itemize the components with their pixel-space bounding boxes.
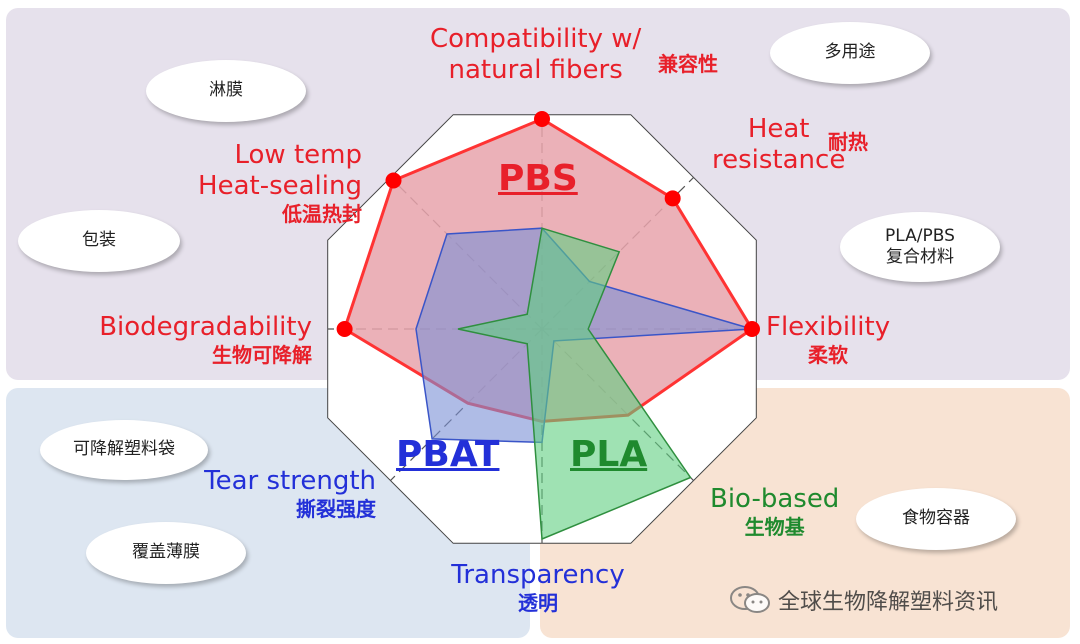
pbs-marker: [336, 321, 353, 337]
app-bubble-mulch-film: 覆盖薄膜: [86, 522, 246, 584]
watermark: 全球生物降解塑料资讯: [728, 584, 998, 616]
axis-label-biodegradability: Biodegradability 生物可降解: [99, 312, 312, 368]
pbs-marker: [664, 190, 681, 207]
axis-label-compatibility: Compatibility w/ natural fibers: [430, 24, 642, 86]
app-bubble-food-container: 食物容器: [856, 488, 1016, 550]
series-label-pbs: PBS: [498, 158, 578, 199]
series-polygon-pla: [457, 227, 692, 541]
app-bubble-degradable-bag: 可降解塑料袋: [40, 420, 208, 480]
axis-label-tear-strength: Tear strength 撕裂强度: [204, 466, 376, 522]
wechat-icon: [730, 586, 770, 613]
axis-label-bio-based: Bio-based 生物基: [710, 484, 840, 540]
app-bubble-pla-pbs-composite: PLA/PBS 复合材料: [840, 212, 1000, 282]
axis-label-flexibility: Flexibility 柔软: [766, 312, 891, 368]
axis-label-heat-resistance-zh: 耐热: [828, 130, 868, 154]
app-bubble-coating-film: 淋膜: [146, 60, 306, 122]
axis-label-heat-resistance: Heat resistance: [712, 114, 846, 176]
pbs-marker: [385, 172, 402, 189]
app-bubble-packaging: 包装: [18, 210, 180, 272]
series-label-pla: PLA: [570, 434, 648, 475]
series-label-pbat: PBAT: [396, 434, 500, 475]
pbs-marker: [744, 321, 760, 337]
radar-markers: [336, 111, 760, 337]
app-bubble-multi-use: 多用途: [770, 22, 930, 84]
axis-label-heat-sealing: Low temp Heat-sealing 低温热封: [198, 140, 362, 227]
axis-label-compatibility-zh: 兼容性: [658, 52, 718, 76]
pbs-marker: [534, 111, 550, 127]
radar-series: [342, 117, 755, 541]
watermark-text: 全球生物降解塑料资讯: [778, 590, 999, 615]
axis-label-transparency: Transparency 透明: [451, 560, 625, 616]
